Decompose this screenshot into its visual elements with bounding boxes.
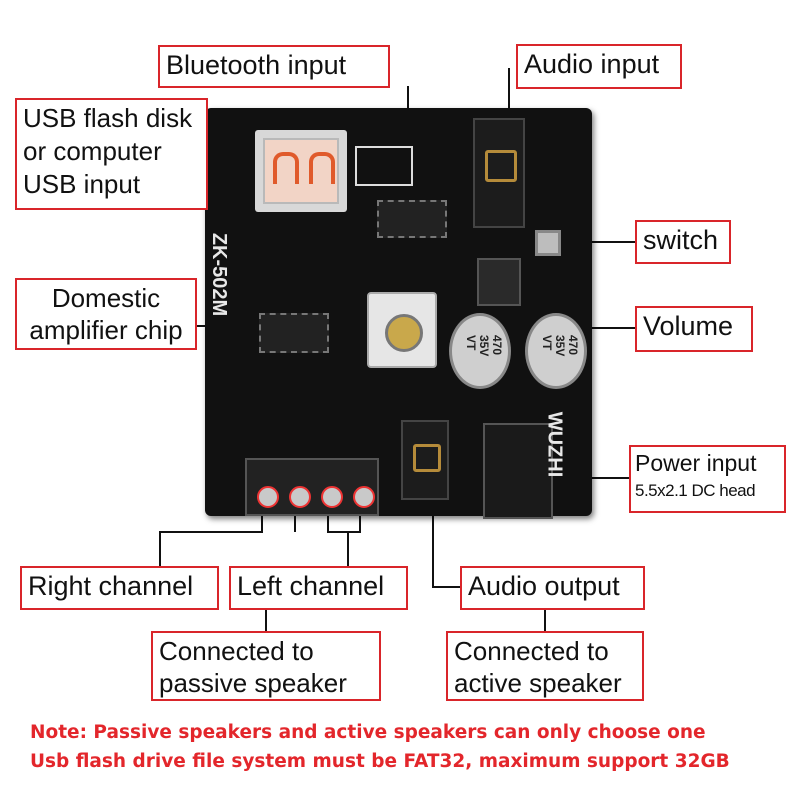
power-input-detail: 5.5x2.1 DC head bbox=[635, 481, 756, 500]
bluetooth-module bbox=[355, 146, 413, 186]
label-power-input: Power input 5.5x2.1 DC head bbox=[629, 445, 786, 513]
amplifier-chip bbox=[259, 313, 329, 353]
dc-power-jack bbox=[483, 423, 553, 519]
label-domestic-chip: Domestic amplifier chip bbox=[15, 278, 197, 350]
note-line-1: Note: Passive speakers and active speake… bbox=[30, 722, 706, 743]
label-audio-output: Audio output bbox=[460, 566, 645, 610]
speaker-terminal-block bbox=[245, 458, 379, 516]
label-usb-input: USB flash disk or computer USB input bbox=[15, 98, 208, 210]
usb-input-line-3: USB input bbox=[23, 169, 141, 199]
usb-input-line-1: USB flash disk bbox=[23, 103, 193, 133]
passive-speaker-line-1: Connected to bbox=[159, 636, 314, 666]
label-audio-input: Audio input bbox=[516, 44, 682, 89]
label-audio-input-text: Audio input bbox=[524, 49, 660, 79]
domestic-chip-line-1: Domestic bbox=[51, 283, 161, 313]
regulator bbox=[477, 258, 521, 306]
label-right-channel: Right channel bbox=[20, 566, 219, 610]
label-volume: Volume bbox=[635, 306, 753, 352]
usb-input-line-2: or computer bbox=[23, 136, 162, 166]
switch-button bbox=[535, 230, 561, 256]
audio-input-jack bbox=[473, 118, 525, 228]
label-active-speaker: Connected to active speaker bbox=[446, 631, 644, 701]
active-speaker-line-2: active speaker bbox=[454, 668, 622, 698]
passive-speaker-line-2: passive speaker bbox=[159, 668, 347, 698]
label-passive-speaker: Connected to passive speaker bbox=[151, 631, 381, 701]
label-left-channel: Left channel bbox=[229, 566, 408, 610]
volume-knob bbox=[367, 292, 437, 368]
audio-output-jack bbox=[401, 420, 449, 500]
label-bluetooth-input: Bluetooth input bbox=[158, 45, 390, 88]
power-input-title: Power input bbox=[635, 450, 757, 476]
usb-port bbox=[255, 130, 347, 212]
domestic-chip-line-2: amplifier chip bbox=[29, 315, 183, 345]
label-switch: switch bbox=[635, 220, 731, 264]
active-speaker-line-1: Connected to bbox=[454, 636, 609, 666]
note-line-2: Usb flash drive file system must be FAT3… bbox=[30, 751, 730, 772]
decoder-chip bbox=[377, 200, 447, 238]
